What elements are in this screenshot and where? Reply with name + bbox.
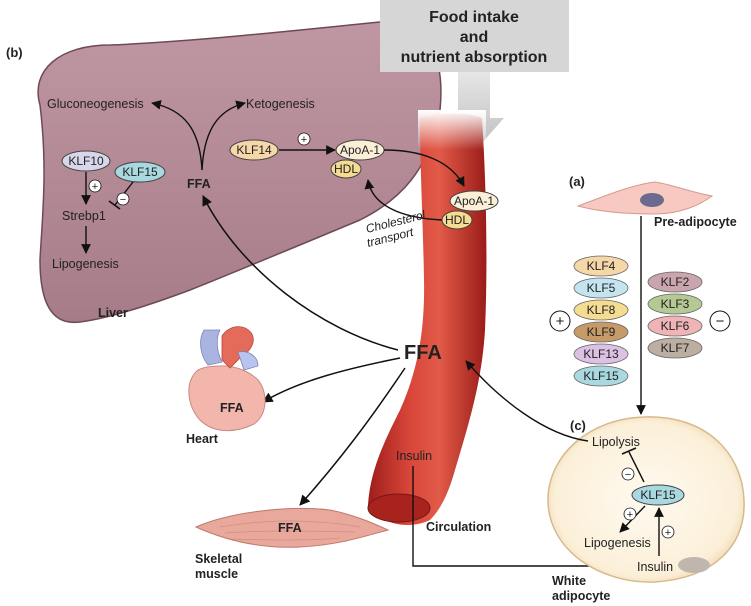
klf-positive-label: KLF9: [587, 325, 616, 339]
klf14-label: KLF14: [236, 143, 272, 157]
white-adipocyte-label-line2: adipocyte: [552, 589, 610, 603]
klf-positive-oval: [573, 343, 629, 365]
plus-sign-klf14-text: +: [301, 134, 307, 146]
heart-illustration: [188, 326, 266, 432]
plus-sign-insulin-klf15: [661, 525, 675, 539]
adipocyte-lipogenesis-label: Lipogenesis: [584, 536, 651, 550]
klf-positive-oval: [573, 365, 629, 387]
liver-shape: [37, 21, 442, 324]
arrow-ffa-to-heart: [262, 357, 401, 403]
vessel-insulin-label: Insulin: [396, 449, 432, 463]
klf-positive-label: KLF15: [583, 369, 619, 383]
minus-sign-klf15: [116, 192, 130, 206]
arrow-insulin-to-adipocyte: [412, 466, 636, 571]
heart-label: Heart: [186, 432, 219, 446]
circulation-label: Circulation: [426, 520, 491, 534]
klf-positive-oval: [573, 255, 629, 277]
plus-sign-klf15-lipogenesis: [623, 507, 637, 521]
liver-label: Liver: [98, 306, 128, 320]
klf-positive-oval: [573, 299, 629, 321]
klf-positive-label: KLF13: [583, 347, 619, 361]
arrow-ffa-gluco: [151, 100, 203, 171]
muscle-illustration: [194, 507, 390, 548]
minus-sign-negative-klfs-text: −: [716, 313, 725, 330]
inhibit-klf15-lipolysis: [628, 451, 645, 483]
klf-positive-label: KLF8: [587, 303, 616, 317]
white-adipocyte-label-line1: White: [552, 574, 586, 588]
klf14-oval: [229, 139, 279, 161]
lipolysis-label: Lipolysis: [592, 435, 640, 449]
arrow-apoa1-to-vessel: [383, 149, 465, 187]
arrow-lipolysis-to-ffa: [465, 360, 589, 442]
adipocyte-klf15-oval: [631, 484, 685, 506]
plus-sign-klf15-lipogenesis-text: +: [627, 509, 633, 521]
muscle-ffa-label: FFA: [278, 521, 302, 535]
food-intake-line3: nutrient absorption: [401, 49, 548, 66]
vessel-end: [367, 493, 431, 523]
vessel-hdl-label: HDL: [445, 213, 469, 227]
arrow-ffa-to-liver: [202, 195, 399, 351]
liver-klf15-oval: [114, 161, 166, 183]
adipocyte-klf15-label: KLF15: [640, 488, 676, 502]
klf-negative-label: KLF2: [661, 275, 690, 289]
minus-sign-adipocyte: [621, 467, 635, 481]
food-intake-box: [380, 0, 569, 72]
liver-klf10-oval: [61, 150, 111, 172]
vessel-apoa1-label: ApoA-1: [454, 194, 494, 208]
vessel-fade: [418, 110, 486, 150]
adipocyte-nucleus: [678, 557, 710, 573]
klf-positive-oval: [573, 321, 629, 343]
liver-lipogenesis-label: Lipogenesis: [52, 257, 119, 271]
plus-sign-insulin-klf15-text: +: [665, 527, 671, 539]
klf-negative-oval: [647, 315, 703, 337]
klf-negative-label: KLF3: [661, 297, 690, 311]
liver-hdl-label: HDL: [334, 162, 358, 176]
liver-hdl-oval: [330, 159, 362, 179]
arrow-ffa-to-muscle: [299, 367, 406, 506]
klf-negative-oval: [647, 337, 703, 359]
minus-sign-negative-klfs: [709, 310, 731, 332]
muscle-label-line1: Skeletal: [195, 552, 242, 566]
plus-sign-klf14: [297, 132, 311, 146]
food-intake-line2: and: [460, 29, 488, 46]
vessel-apoa1-oval: [449, 190, 499, 212]
central-ffa-label: FFA: [404, 342, 442, 364]
plus-sign-klf10-text: +: [92, 181, 98, 193]
liver-klf15-label: KLF15: [122, 165, 158, 179]
panel-c-label: (c): [570, 418, 586, 433]
plus-sign-positive-klfs: [549, 310, 571, 332]
inhibit-bar-adipocyte: [621, 447, 637, 455]
preadipocyte-cell: [576, 181, 714, 215]
minus-sign-klf15-text: −: [120, 194, 126, 206]
klf-positive-label: KLF5: [587, 281, 616, 295]
arrow-cholesterol-transport: [364, 179, 443, 221]
panel-a-label: (a): [569, 174, 585, 189]
liver-apoa1-label: ApoA-1: [340, 143, 380, 157]
gluconeogenesis-label: Gluconeogenesis: [47, 97, 144, 111]
adipocyte-insulin-label: Insulin: [637, 560, 673, 574]
muscle-label-line2: muscle: [195, 567, 238, 581]
klf-negative-label: KLF7: [661, 341, 690, 355]
plus-sign-klf10: [88, 179, 102, 193]
klf-negative-oval: [647, 271, 703, 293]
panel-b-label: (b): [6, 45, 23, 60]
liver-klf10-label: KLF10: [68, 154, 104, 168]
arrow-ffa-keto: [201, 100, 246, 171]
minus-sign-adipocyte-text: −: [625, 469, 631, 481]
klf-negative-label: KLF6: [661, 319, 690, 333]
klf-positive-oval: [573, 277, 629, 299]
klf-negative-oval: [647, 293, 703, 315]
heart-ffa-label: FFA: [220, 401, 244, 415]
plus-sign-positive-klfs-text: +: [556, 313, 565, 330]
klf-positive-label: KLF4: [587, 259, 616, 273]
liver-ffa-label: FFA: [187, 177, 211, 191]
preadipocyte-label: Pre-adipocyte: [654, 215, 737, 229]
strebp1-label: Strebp1: [62, 209, 106, 223]
inhibit-bar-liver: [108, 200, 121, 210]
ketogenesis-label: Ketogenesis: [246, 97, 315, 111]
food-intake-line1: Food intake: [429, 9, 519, 26]
